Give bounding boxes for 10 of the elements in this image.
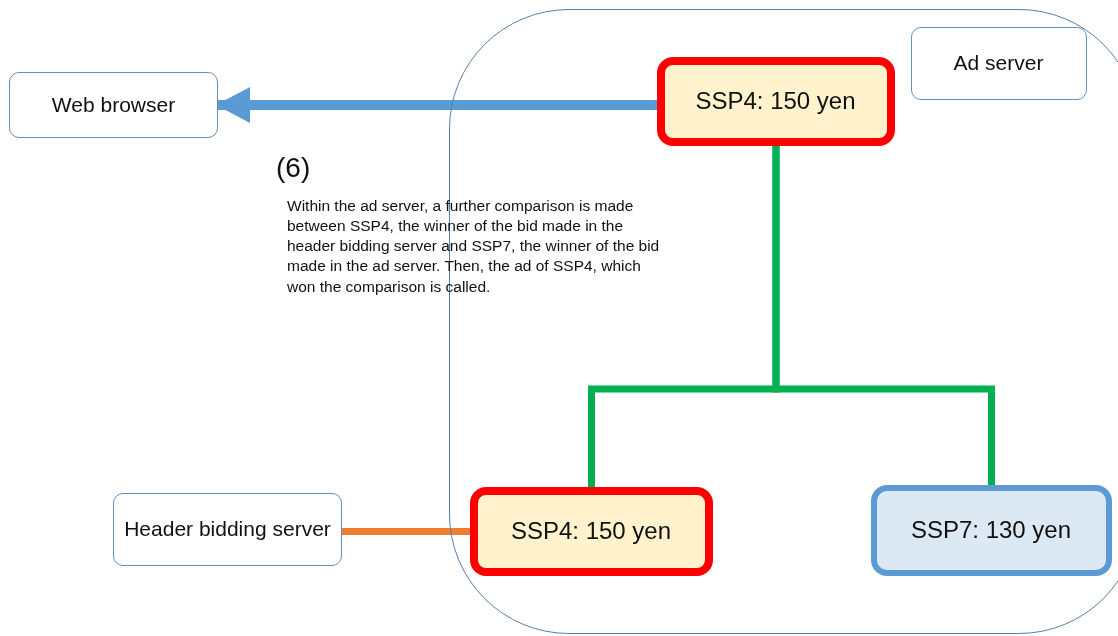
ad-server-box: Ad server xyxy=(910,26,1087,100)
bid-box: SSP4: 150 yen xyxy=(469,486,713,576)
connector-line xyxy=(772,146,995,485)
server-box: Header bidding server xyxy=(113,493,342,566)
bid-box: SSP4: 150 yen xyxy=(656,56,895,146)
arrow xyxy=(216,87,657,123)
bid-box: SSP7: 130 yen xyxy=(870,484,1112,576)
step-number: (6) xyxy=(276,151,311,185)
connector-line xyxy=(342,528,470,535)
browser-box: Web browser xyxy=(9,72,218,138)
